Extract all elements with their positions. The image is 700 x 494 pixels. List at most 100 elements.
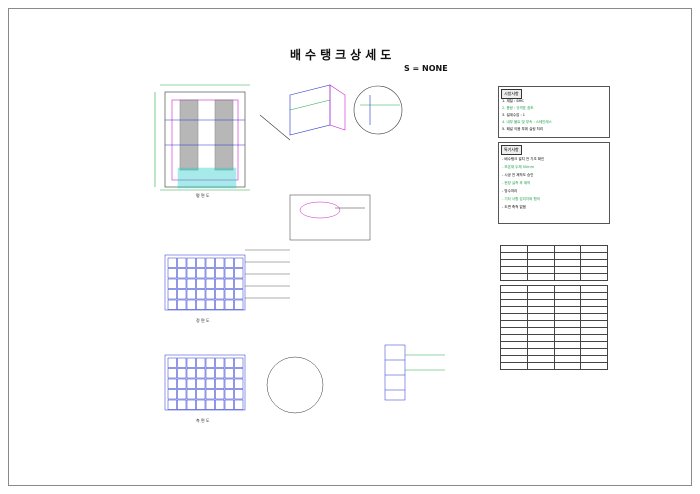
grid-panel (177, 257, 187, 268)
detail-circle (353, 85, 403, 135)
grid-panel (177, 299, 187, 310)
grid-panel (167, 278, 177, 289)
spec-line-2: 2. 용량 : 규격표 참조 (502, 106, 534, 110)
grid-panel (215, 357, 225, 368)
schedule-table-top (500, 245, 608, 281)
special-line-5: - 방수처리 (502, 189, 518, 193)
grid-panel (186, 357, 196, 368)
special-line-4: - 현장 실측 후 제작 (502, 181, 531, 185)
drawing-title: 배수탱크상세도 (290, 48, 396, 62)
grid-panel (196, 389, 206, 400)
schedule-table-bottom (500, 285, 608, 370)
grid-panel (224, 378, 234, 389)
special-line-1: - 배수탱크 설치 전 기초 확인 (502, 157, 545, 161)
grid-panel (215, 278, 225, 289)
grid-panel (205, 278, 215, 289)
grid-panel (196, 368, 206, 379)
special-line-7: - 도면 축척 없음 (502, 205, 526, 209)
grid-panel (234, 389, 244, 400)
grid-panel (167, 257, 177, 268)
grid-panel (167, 368, 177, 379)
grid-panel (215, 368, 225, 379)
detail-right (384, 344, 445, 401)
grid-panel (224, 368, 234, 379)
notes-box-spec: 시방사항 1. 재질 : SMC 2. 용량 : 규격표 참조 3. 설계수압 … (498, 86, 610, 138)
notes-box-special: 특기사항 - 배수탱크 설치 전 기초 확인 - 보온재 두께 50mm - 시… (498, 142, 610, 224)
grid-panel (196, 289, 206, 300)
grid-panel (215, 289, 225, 300)
special-line-6: - 기타 사항 감리자와 협의 (502, 197, 540, 201)
grid-panel (224, 278, 234, 289)
grid-panel (215, 399, 225, 410)
grid-panel (205, 357, 215, 368)
drawing-scale: S = NONE (404, 64, 448, 73)
grid-panel (186, 299, 196, 310)
grid-panel (167, 378, 177, 389)
grid-panel (186, 389, 196, 400)
grid-panel (186, 268, 196, 279)
grid-panel (205, 378, 215, 389)
detail-isometric (259, 84, 346, 141)
grid-panel (177, 368, 187, 379)
grid-panel (224, 257, 234, 268)
grid-panel (234, 278, 244, 289)
side-panel-grid (167, 357, 244, 410)
detail-section (289, 194, 371, 241)
grid-panel (196, 299, 206, 310)
grid-panel (215, 389, 225, 400)
special-line-3: - 시공 전 제작도 승인 (502, 173, 534, 177)
grid-panel (177, 289, 187, 300)
grid-panel (167, 268, 177, 279)
grid-panel (215, 268, 225, 279)
grid-panel (177, 389, 187, 400)
grid-panel (177, 278, 187, 289)
spec-line-1: 1. 재질 : SMC (502, 99, 524, 103)
grid-panel (167, 357, 177, 368)
spec-line-5: 5. 패널 이음 부위 실링 처리 (502, 127, 544, 131)
grid-panel (234, 299, 244, 310)
grid-panel (205, 399, 215, 410)
grid-panel (224, 399, 234, 410)
side-view (164, 354, 324, 414)
grid-panel (186, 257, 196, 268)
side-view-label: 측 면 도 (196, 418, 210, 423)
plan-view-label: 평 면 도 (196, 193, 210, 198)
spec-line-3: 3. 설계수압 : 1 (502, 113, 525, 117)
grid-panel (224, 389, 234, 400)
grid-panel (205, 268, 215, 279)
spec-line-4: 4. 내부 볼트 및 부속 : 스테인레스 (502, 120, 552, 124)
grid-panel (215, 299, 225, 310)
grid-panel (177, 378, 187, 389)
grid-panel (215, 378, 225, 389)
front-view (164, 254, 246, 311)
grid-panel (205, 289, 215, 300)
grid-panel (186, 289, 196, 300)
callout-leaders (245, 249, 290, 299)
grid-panel (234, 257, 244, 268)
grid-panel (205, 257, 215, 268)
grid-panel (234, 378, 244, 389)
grid-panel (177, 268, 187, 279)
grid-panel (196, 378, 206, 389)
grid-panel (196, 357, 206, 368)
grid-panel (224, 357, 234, 368)
grid-panel (196, 268, 206, 279)
grid-panel (205, 368, 215, 379)
grid-panel (234, 357, 244, 368)
plan-view (154, 84, 250, 191)
front-view-label: 정 면 도 (196, 318, 210, 323)
grid-panel (224, 289, 234, 300)
grid-panel (234, 289, 244, 300)
grid-panel (167, 289, 177, 300)
grid-panel (186, 368, 196, 379)
grid-panel (215, 257, 225, 268)
grid-panel (224, 268, 234, 279)
grid-panel (196, 399, 206, 410)
grid-panel (196, 278, 206, 289)
grid-panel (234, 399, 244, 410)
grid-panel (234, 368, 244, 379)
grid-panel (186, 399, 196, 410)
grid-panel (167, 389, 177, 400)
grid-panel (224, 299, 234, 310)
